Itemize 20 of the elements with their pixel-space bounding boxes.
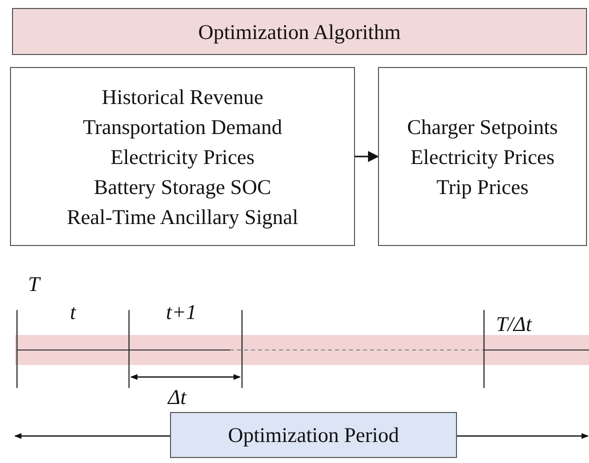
horizon-label: T/Δt — [496, 312, 532, 336]
output-box — [378, 67, 587, 246]
step-label: t — [70, 300, 76, 324]
node-text: Battery Storage SOC — [94, 174, 272, 200]
period-label: T — [28, 272, 40, 296]
node-text: Trip Prices — [436, 174, 528, 200]
node-text: Optimization Algorithm — [198, 18, 401, 46]
node-text: Transportation Demand — [82, 114, 282, 140]
node-text: Real-Time Ancillary Signal — [66, 204, 298, 230]
header-band — [12, 8, 587, 55]
node-text: Historical Revenue — [102, 84, 264, 110]
dimension-label: Δt — [168, 385, 186, 409]
node-text: Charger Setpoints — [407, 114, 558, 140]
period-box — [170, 412, 457, 458]
input-box — [10, 67, 355, 246]
step-label: t+1 — [166, 300, 197, 324]
node-text: Electricity Prices — [410, 144, 555, 170]
arrow — [355, 150, 380, 162]
node-text: Optimization Period — [228, 422, 399, 449]
node-text: Electricity Prices — [110, 144, 255, 170]
